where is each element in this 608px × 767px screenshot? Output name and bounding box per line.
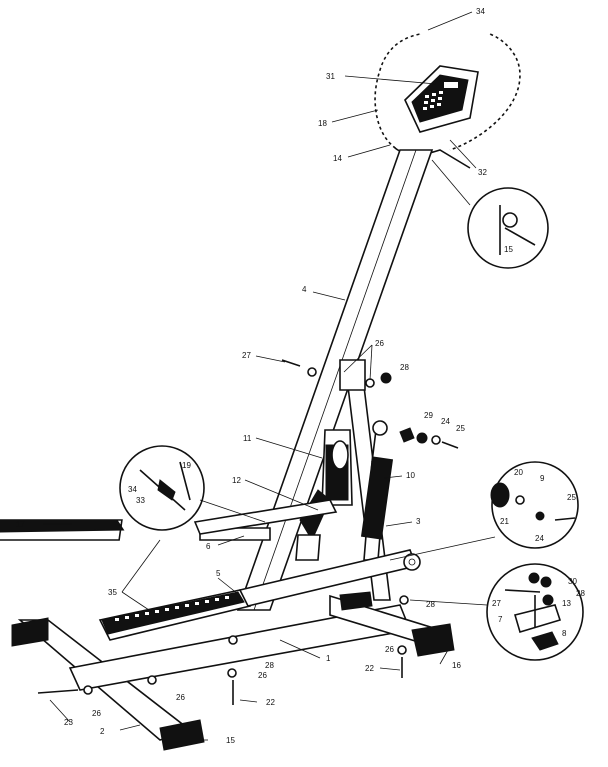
callout-25-pivot-bolt: 25 <box>567 493 576 502</box>
callout-23-rod: 23 <box>64 718 73 727</box>
callout-28-bracket-nut: 28 <box>576 589 585 598</box>
callout-4-column: 4 <box>302 285 307 294</box>
callout-8-foot: 8 <box>562 629 567 638</box>
callout-10-cylinder: 10 <box>406 471 415 480</box>
callout-24-washer: 24 <box>441 417 450 426</box>
callout-2-front-base: 2 <box>100 727 105 736</box>
detail-circle-foot-bracket <box>409 563 584 661</box>
callout-1-base: 1 <box>326 654 331 663</box>
pedal-lower <box>98 589 252 641</box>
callout-9-pivot-nut: 9 <box>540 474 545 483</box>
callout-29-spacer: 29 <box>424 411 433 420</box>
callout-26-washer: 26 <box>375 339 384 348</box>
callout-34-latch: 34 <box>128 485 137 494</box>
callout-22-bolt-right: 22 <box>365 664 374 673</box>
callout-22-bolt-center: 22 <box>266 698 275 707</box>
callout-labels: 34 31 18 14 32 15 4 26 27 28 29 24 25 11… <box>16 7 585 745</box>
base-frame <box>11 591 455 751</box>
callout-32-handlebar: 32 <box>478 168 487 177</box>
callout-34-grip: 34 <box>476 7 485 16</box>
callout-30-bracket-nut: 30 <box>568 577 577 586</box>
pedal-upper <box>0 519 271 541</box>
console-display <box>404 65 479 133</box>
callout-7-bracket: 7 <box>498 615 503 624</box>
pedal-arms <box>193 499 421 607</box>
handlebar-grips <box>370 29 525 169</box>
detail-circle-latch <box>119 445 266 531</box>
callout-27-bracket-bolt: 27 <box>492 599 501 608</box>
callout-20-pivot-cap: 20 <box>514 468 523 477</box>
callout-28-base-nut: 28 <box>426 600 435 609</box>
callout-13-bracket-bolt: 13 <box>562 599 571 608</box>
callout-33-latch: 33 <box>136 496 145 505</box>
callout-26-washer-front: 26 <box>176 693 185 702</box>
callout-35-pedal-pad: 35 <box>108 588 117 597</box>
callout-5-pedal-arm: 5 <box>216 569 221 578</box>
detail-circle-knob <box>431 159 549 269</box>
callout-16-rear-foot: 16 <box>452 661 461 670</box>
callout-14-handlebar: 14 <box>333 154 342 163</box>
callout-12-cylinder: 12 <box>232 476 241 485</box>
callout-18-grip: 18 <box>318 119 327 128</box>
callout-19-latch: 19 <box>182 461 191 470</box>
callout-26-washer-center: 26 <box>258 671 267 680</box>
callout-6-pedal-arm: 6 <box>206 542 211 551</box>
upright-column <box>236 149 434 611</box>
callout-28-nut-center: 28 <box>265 661 274 670</box>
callout-25-bolt: 25 <box>456 424 465 433</box>
callout-17-pedal: 17 <box>16 520 25 529</box>
leader-lines <box>43 11 477 741</box>
callout-28-nut: 28 <box>400 363 409 372</box>
callout-21-pivot: 21 <box>500 517 509 526</box>
detail-circle-pivot-bolts <box>389 461 579 561</box>
callout-11-cylinder: 11 <box>243 434 252 443</box>
callout-15-knob: 15 <box>504 245 513 254</box>
callout-26-washer-left: 26 <box>92 709 101 718</box>
callout-15-front-foot: 15 <box>226 736 235 745</box>
callout-3-rear-support: 3 <box>416 517 421 526</box>
callout-31-console: 31 <box>326 72 335 81</box>
callout-26-base-washer: 26 <box>385 645 394 654</box>
hardware-fasteners <box>37 359 459 705</box>
callout-24-pivot-washer: 24 <box>535 534 544 543</box>
callout-27-bolt: 27 <box>242 351 251 360</box>
